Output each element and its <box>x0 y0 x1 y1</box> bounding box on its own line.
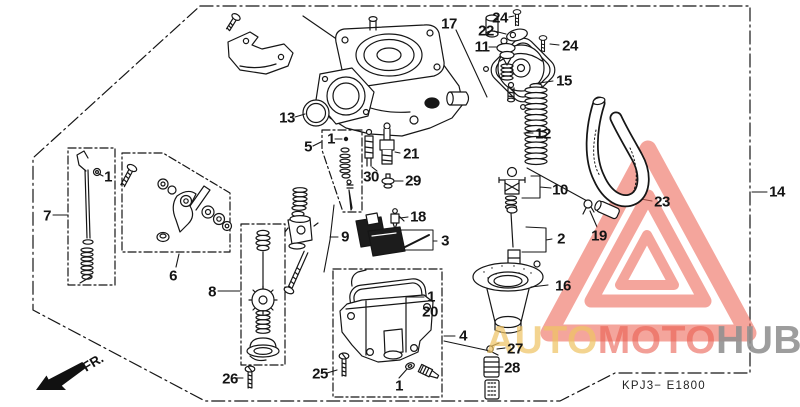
float-bowl-box <box>332 268 443 398</box>
watermark-moto: MOTO <box>598 319 716 362</box>
fr-direction-arrow: FR. <box>36 351 106 390</box>
bracket-drawing <box>225 13 294 75</box>
carburetor-body-drawing <box>315 16 470 137</box>
fr-label: FR. <box>80 351 106 375</box>
pilot-screw-box <box>321 129 363 213</box>
diagram-border <box>32 5 751 402</box>
valve-set-drawing <box>283 187 319 295</box>
screw-25 <box>338 352 350 377</box>
needle-seat-drawing <box>498 166 526 210</box>
logo-triangle-inner <box>584 189 712 308</box>
vent-tube-drawing <box>582 96 650 220</box>
logo-triangle-outer <box>540 140 757 342</box>
part-code: KPJ3− E1800 <box>622 380 706 392</box>
linkage-box <box>120 152 233 253</box>
svg-text:AUTOMOTOHUB: AUTOMOTOHUB <box>486 319 800 362</box>
watermark-logo <box>540 140 757 342</box>
choke-rod-box <box>67 147 116 286</box>
choke-valve-box <box>240 223 286 366</box>
leader-lines <box>52 15 768 379</box>
logo-triangle-center <box>615 230 679 290</box>
screw-26 <box>244 365 256 389</box>
diaphragm-cover-drawing <box>483 9 556 110</box>
watermark-auto: AUTO <box>486 319 598 362</box>
spring-drawing <box>524 82 548 166</box>
o-ring-drawing <box>302 99 330 127</box>
slow-jet-drawing <box>506 206 521 273</box>
top-jet-parts-drawing <box>485 14 516 103</box>
float-valve-drawing <box>390 208 405 230</box>
vacuum-piston-drawing <box>472 260 544 334</box>
jet-parts-drawing <box>364 122 395 189</box>
watermark-text: AUTOMOTOHUB <box>486 319 800 362</box>
float-drawing <box>355 212 434 257</box>
watermark-hub: HUB <box>716 319 800 362</box>
clip-filter-drawing <box>483 342 500 400</box>
